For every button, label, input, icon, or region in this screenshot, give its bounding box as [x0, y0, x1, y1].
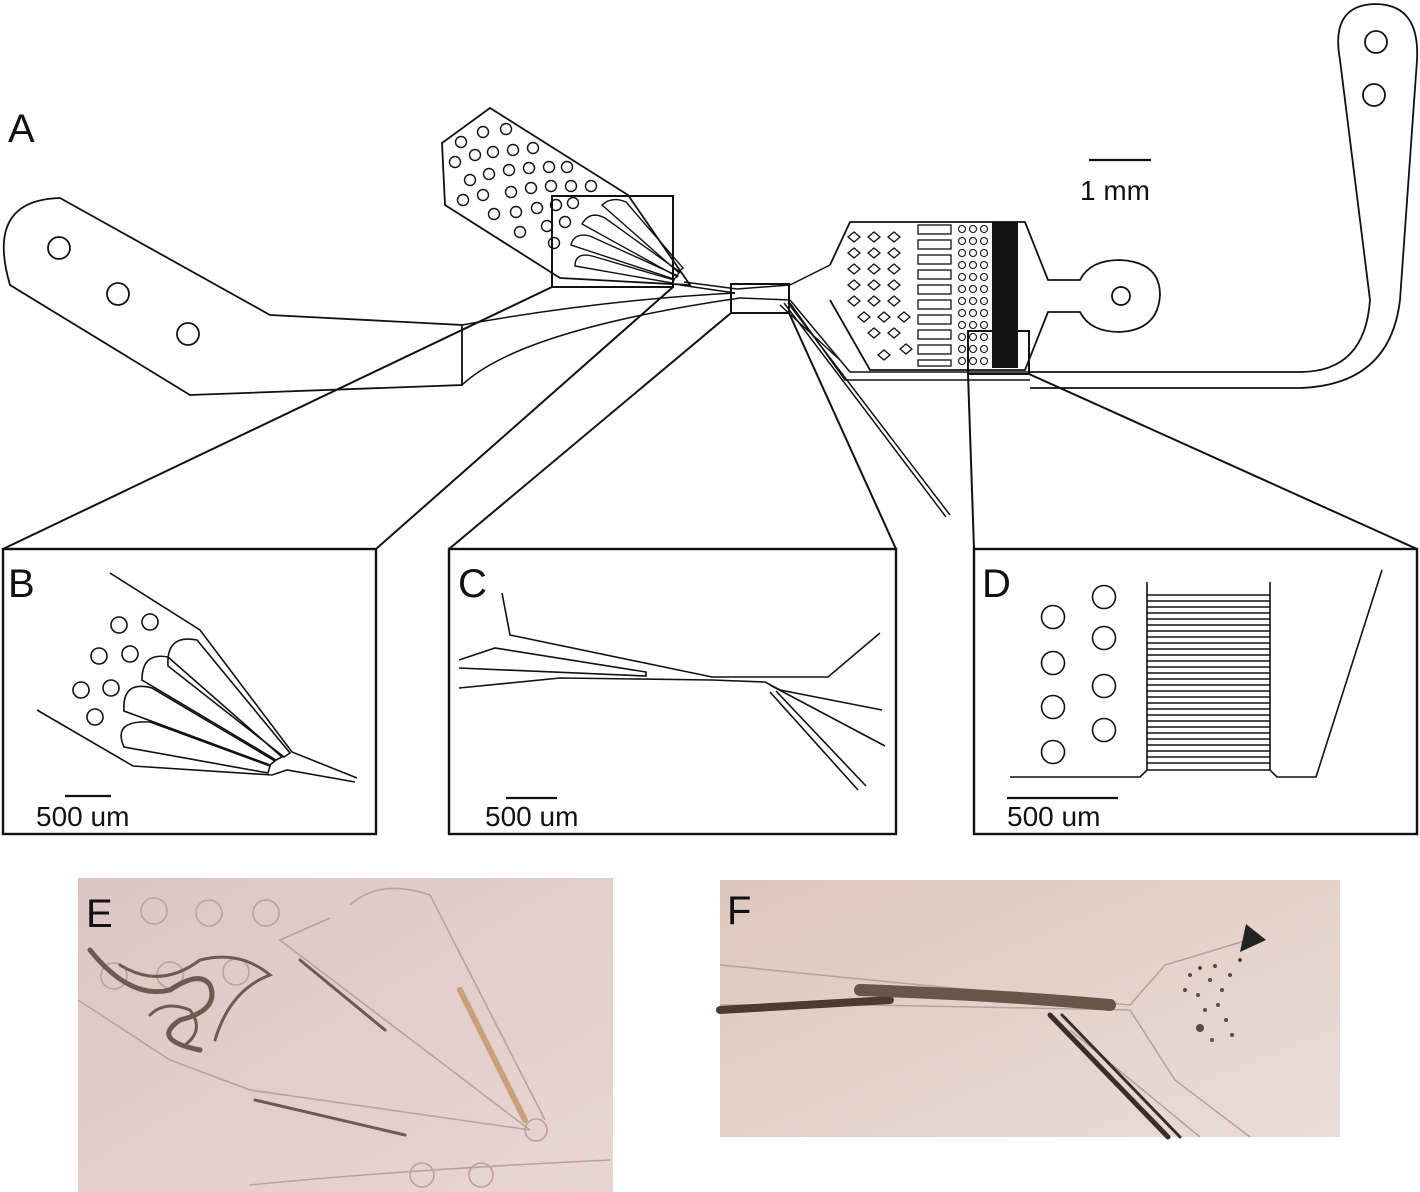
panel-c-frame	[447, 547, 898, 836]
comb-sides	[1146, 582, 1271, 770]
panel-c: C 500 um	[447, 547, 898, 836]
channel-line	[769, 691, 859, 791]
panel-e-photo	[77, 878, 613, 1192]
comb-slits	[1147, 594, 1270, 764]
reservoir-pillar	[1364, 30, 1388, 54]
scale-label-a: 1 mm	[1080, 175, 1150, 206]
zoom-box-b	[551, 195, 674, 288]
panel-d-letter: D	[982, 562, 1011, 606]
scale-label-b: 500 um	[36, 801, 129, 832]
outlet-pillar	[1111, 286, 1131, 306]
panel-c-letter: C	[458, 562, 487, 606]
left-inlet-reservoir	[2, 197, 463, 396]
pillar-array	[448, 122, 598, 250]
channel-line	[501, 592, 881, 678]
panel-f-photo	[716, 880, 1340, 1140]
zoom-box-c	[730, 283, 790, 314]
reservoir-pillar	[1362, 83, 1386, 107]
fine-filter-block	[992, 222, 1018, 368]
panel-d: D 500 um	[972, 547, 1419, 836]
panel-b-letter: B	[8, 562, 35, 606]
diamond-pillars	[846, 231, 914, 361]
panel-b: B 500 um	[1, 547, 378, 836]
panel-d-frame	[972, 547, 1419, 836]
scale-label-c: 500 um	[485, 801, 578, 832]
fan-channels-zoom	[120, 638, 292, 774]
central-channels	[461, 264, 1030, 518]
panel-a-letter: A	[8, 107, 35, 151]
panel-a: A	[2, 3, 1419, 550]
channel-line	[458, 677, 883, 711]
slot-array	[917, 224, 952, 367]
reservoir-pillar	[106, 282, 130, 306]
filter-chamber	[829, 221, 1161, 371]
panel-f-letter: F	[727, 889, 751, 933]
reservoir-pillar	[176, 322, 200, 346]
fan-channels	[570, 198, 685, 284]
channel-line	[775, 690, 867, 787]
channel-line	[458, 647, 647, 677]
chamber-outline	[109, 572, 358, 779]
small-pillars	[957, 224, 989, 366]
arrowhead-icon	[1240, 924, 1266, 952]
zoom-connectors	[2, 286, 1418, 550]
scale-label-d: 500 um	[1007, 801, 1100, 832]
pillar-chamber	[441, 106, 692, 286]
panel-b-frame	[1, 547, 378, 836]
zoom-box-d	[967, 330, 1030, 375]
channel-line	[769, 684, 886, 747]
panel-e-letter: E	[86, 892, 113, 936]
reservoir-pillar	[47, 236, 71, 260]
chamber-outline	[36, 709, 356, 783]
right-outlet-reservoir	[1030, 3, 1419, 389]
